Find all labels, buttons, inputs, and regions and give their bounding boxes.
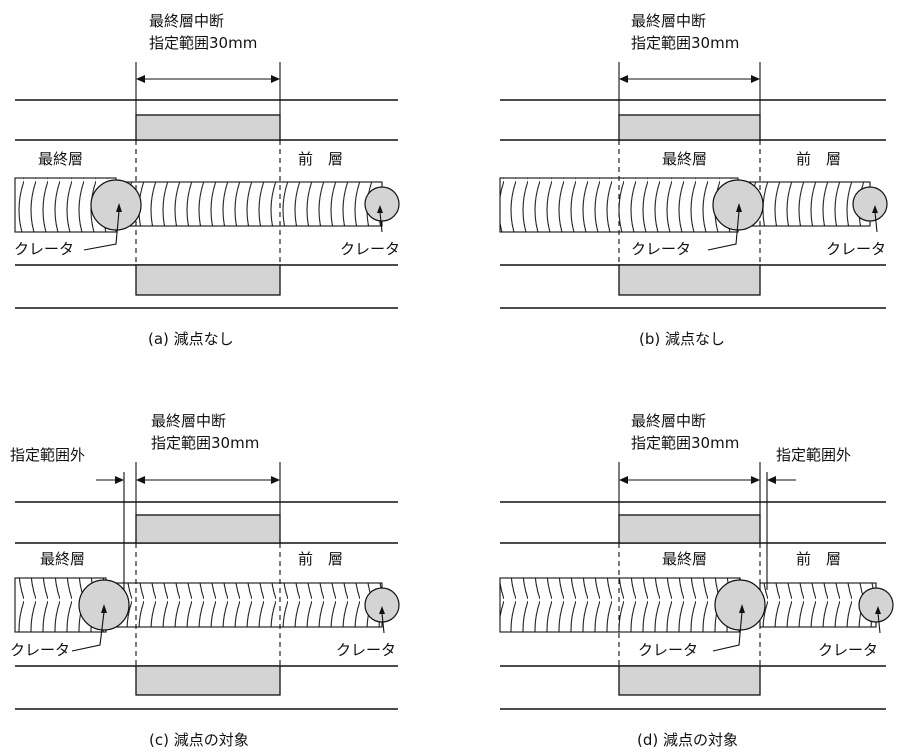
panel-a-label-final-layer: 最終層 <box>38 150 84 168</box>
groove-top-box <box>135 114 281 141</box>
panel-c-out-of-range-label: 指定範囲外 <box>10 446 86 464</box>
panel-d-caption: (d) 減点の対象 <box>637 731 738 749</box>
panel-d-title-line1: 最終層中断 <box>631 412 707 430</box>
panel-a-title: 最終層中断 指定範囲30mm <box>149 10 257 54</box>
panel-a-caption: (a) 減点なし <box>148 330 234 348</box>
panel-a-crater-right-label: クレータ <box>340 240 401 258</box>
panel-c-crater-right-label: クレータ <box>336 641 397 659</box>
panel-d-crater-left-label: クレータ <box>638 641 699 659</box>
panel-a-title-line1: 最終層中断 <box>149 12 225 30</box>
panel-d-label-final-layer: 最終層 <box>662 550 708 568</box>
panel-d-crater-right-label: クレータ <box>818 641 879 659</box>
panel-b-title: 最終層中断 指定範囲30mm <box>631 10 739 54</box>
panel-b-title-line1: 最終層中断 <box>631 12 707 30</box>
panel-b-caption: (b) 減点なし <box>639 330 725 348</box>
panel-b-label-final-layer: 最終層 <box>662 150 708 168</box>
panel-d-out-of-range-label: 指定範囲外 <box>776 446 852 464</box>
panel-a-title-line2: 指定範囲30mm <box>149 34 258 52</box>
previous-layer-bead <box>115 181 383 227</box>
panel-c <box>14 462 400 710</box>
panel-a-crater-left-label: クレータ <box>14 240 75 258</box>
panel-c-title: 最終層中断 指定範囲30mm <box>151 410 259 454</box>
panel-d-title: 最終層中断 指定範囲30mm <box>631 410 739 454</box>
panel-c-title-line2: 指定範囲30mm <box>151 434 260 452</box>
panel-b-crater-right-label: クレータ <box>826 240 887 258</box>
panel-b-crater-left-label: クレータ <box>631 240 692 258</box>
groove-bottom-box <box>135 264 281 296</box>
panel-d-label-previous-layer: 前 層 <box>796 550 842 568</box>
panel-d-title-line2: 指定範囲30mm <box>631 434 740 452</box>
panel-d <box>499 462 894 710</box>
panel-c-label-final-layer: 最終層 <box>40 550 86 568</box>
panel-c-title-line1: 最終層中断 <box>151 412 227 430</box>
panel-b <box>499 62 888 309</box>
panel-c-caption: (c) 減点の対象 <box>149 731 249 749</box>
panel-b-title-line2: 指定範囲30mm <box>631 34 740 52</box>
crater-right <box>364 186 400 222</box>
crater-left <box>90 179 142 231</box>
panel-c-label-previous-layer: 前 層 <box>298 550 344 568</box>
panel-c-crater-left-label: クレータ <box>10 641 71 659</box>
panel-a <box>14 62 400 309</box>
panel-b-label-previous-layer: 前 層 <box>796 150 842 168</box>
panel-a-label-previous-layer: 前 層 <box>298 150 344 168</box>
